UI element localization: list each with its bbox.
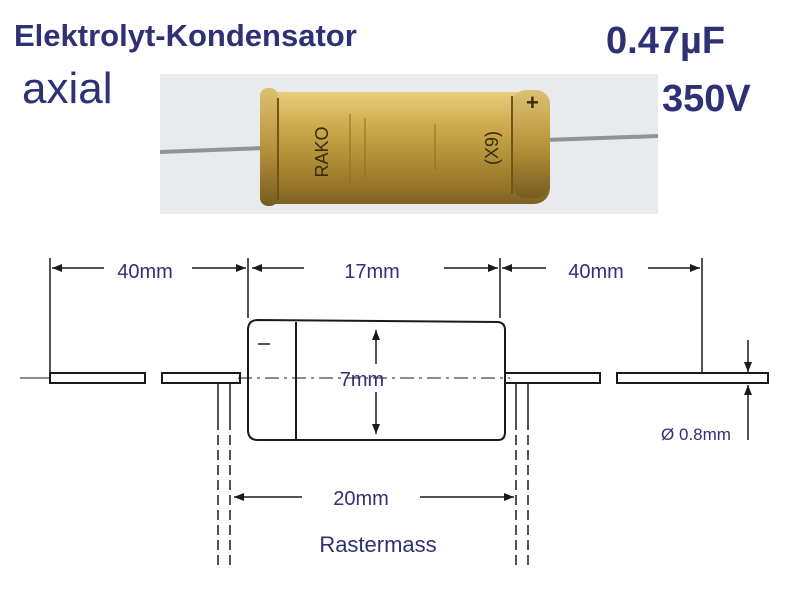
- dim-pitch: 20mm: [333, 488, 389, 510]
- dim-lead-right: 40mm: [568, 261, 624, 283]
- dim-lead-left: 40mm: [117, 261, 173, 283]
- plus-marking: +: [526, 90, 539, 115]
- dim-lead-diameter: Ø 0.8mm: [661, 425, 731, 444]
- svg-text:RAKO: RAKO: [312, 126, 332, 177]
- lead-left-segment-2: [161, 372, 241, 384]
- capacitor-photo: RAKO (X9) +: [159, 74, 659, 214]
- lead-left-segment-1: [49, 372, 146, 384]
- capacitor-end-right-photo: [512, 90, 550, 198]
- voltage-label: 350V: [662, 78, 751, 120]
- lead-right-segment-2: [616, 372, 769, 384]
- dim-body-length: 17mm: [344, 261, 400, 283]
- lead-left-photo: [159, 146, 266, 154]
- lead-right-photo: [544, 134, 659, 142]
- pitch-caption: Rastermass: [319, 532, 436, 557]
- lead-right-segment-1: [504, 372, 601, 384]
- svg-text:(X9): (X9): [482, 131, 502, 165]
- photo-body-text: RAKO: [312, 126, 332, 177]
- capacitance-label: 0.47µF: [606, 20, 726, 62]
- capacitor-end-left-photo: [260, 88, 278, 206]
- arrowheads: [52, 264, 752, 501]
- subtitle: axial: [22, 64, 113, 113]
- capacitor-body-outline: [247, 318, 506, 441]
- title: Elektrolyt-Kondensator: [14, 18, 357, 53]
- capacitor-photo-illustration: RAKO (X9) +: [159, 88, 659, 206]
- dim-diameter: 7mm: [340, 369, 384, 391]
- capacitor-body-photo: [260, 92, 550, 204]
